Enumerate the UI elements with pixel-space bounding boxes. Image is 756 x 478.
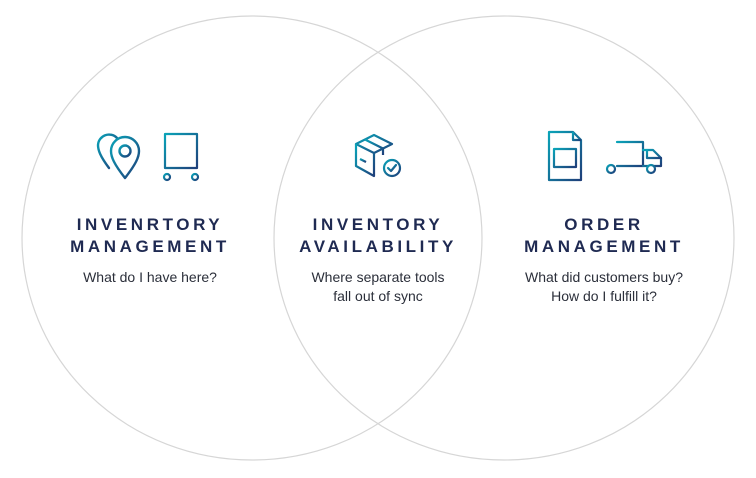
delivery-truck-icon (597, 140, 663, 175)
section-inventory-availability: INVENTORY AVAILABILITY Where separate to… (268, 128, 488, 306)
section-subtitle: Where separate tools fall out of sync (268, 268, 488, 306)
section-subtitle: What did customers buy? How do I fulfill… (494, 268, 714, 306)
icon-row (494, 128, 714, 184)
title-line-2: MANAGEMENT (524, 237, 684, 256)
title-line-1: INVENRTORY (76, 215, 224, 234)
right-circle (273, 15, 735, 461)
title-line-1: ORDER (564, 215, 644, 234)
title-line-1: INVENTORY (312, 215, 444, 234)
cart-boxes-icon (160, 132, 202, 182)
subtitle-line-1: What do I have here? (83, 269, 217, 285)
title-line-2: AVAILABILITY (299, 237, 457, 256)
location-pin-icon (96, 133, 141, 180)
section-title: INVENTORY AVAILABILITY (268, 214, 488, 258)
subtitle-line-1: Where separate tools (311, 269, 445, 285)
subtitle-line-2: How do I fulfill it? (551, 288, 657, 304)
title-line-2: MANAGEMENT (70, 237, 230, 256)
icon-row (268, 128, 488, 184)
subtitle-line-2: fall out of sync (333, 288, 423, 304)
section-inventory-management: INVENRTORY MANAGEMENT What do I have her… (40, 128, 260, 287)
subtitle-line-1: What did customers buy? (525, 269, 683, 285)
invoice-document-icon (547, 130, 583, 182)
section-subtitle: What do I have here? (40, 268, 260, 287)
section-order-management: ORDER MANAGEMENT What did customers buy?… (494, 128, 714, 306)
left-circle (21, 15, 483, 461)
section-title: INVENRTORY MANAGEMENT (40, 214, 260, 258)
icon-row (40, 128, 260, 184)
box-check-icon (354, 133, 402, 178)
section-title: ORDER MANAGEMENT (494, 214, 714, 258)
